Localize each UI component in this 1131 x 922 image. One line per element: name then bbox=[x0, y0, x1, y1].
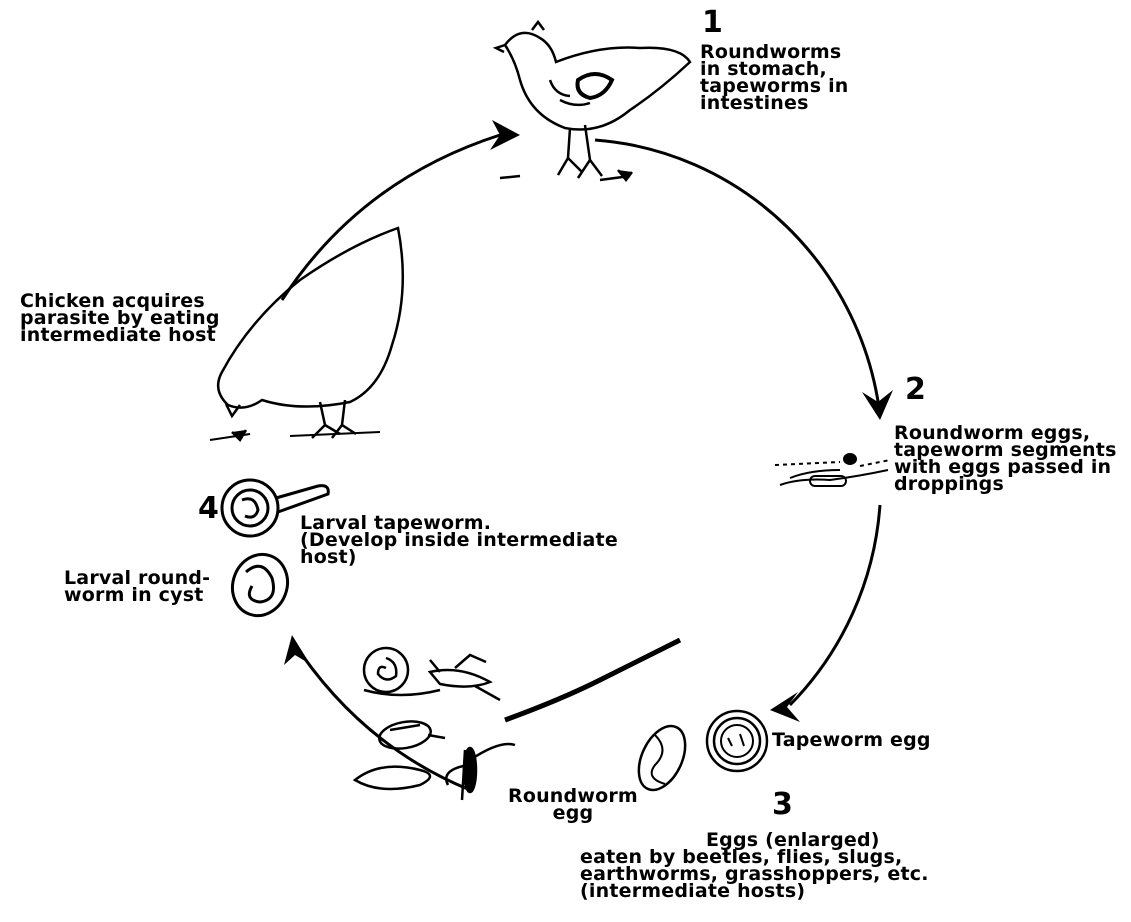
roundworm-egg-icon bbox=[630, 719, 695, 798]
cycle-arc-2-to-3 bbox=[790, 505, 880, 705]
larval-roundworm-line: worm in cyst bbox=[64, 587, 210, 604]
acquire-label: Chicken acquires parasite by eating inte… bbox=[20, 293, 220, 344]
cycle-arc-1-to-2 bbox=[595, 140, 880, 415]
chicken-icon bbox=[496, 22, 690, 180]
step-2-number: 2 bbox=[905, 375, 926, 405]
grasshopper-icon bbox=[430, 655, 500, 700]
step-3-line: (intermediate hosts) bbox=[580, 883, 929, 900]
pecking-chicken-icon bbox=[210, 228, 403, 440]
step-4-line: host) bbox=[300, 549, 618, 566]
step-4-number: 4 bbox=[198, 494, 219, 524]
arrow-to-chicken-icon bbox=[490, 120, 520, 150]
earthworm-icon bbox=[505, 640, 680, 720]
step-3-text: Eggs (enlarged) eaten by beetles, flies,… bbox=[580, 832, 929, 900]
larval-roundworm-cyst-icon bbox=[224, 547, 296, 624]
beetle-icon bbox=[377, 718, 445, 753]
step-1-text: Roundworms in stomach, tapeworms in inte… bbox=[700, 44, 849, 112]
step-1-number: 1 bbox=[702, 8, 723, 38]
step-1-line: intestines bbox=[700, 95, 849, 112]
arrow-to-larvae-icon bbox=[284, 635, 310, 665]
fly-icon bbox=[446, 744, 515, 800]
cycle-arc-4-to-1 bbox=[282, 135, 500, 300]
tapeworm-egg-label: Tapeworm egg bbox=[772, 732, 931, 749]
step-2-line: droppings bbox=[894, 476, 1117, 493]
larval-roundworm-label: Larval round- worm in cyst bbox=[64, 570, 210, 604]
acquire-line: intermediate host bbox=[20, 327, 220, 344]
step-2-text: Roundworm eggs, tapeworm segments with e… bbox=[894, 425, 1117, 493]
tapeworm-egg-icon bbox=[707, 711, 767, 771]
roundworm-egg-line: egg bbox=[508, 805, 638, 822]
droppings-icon bbox=[775, 454, 890, 486]
arrow-to-eggs-icon bbox=[770, 692, 800, 722]
roundworm-egg-label: Roundworm egg bbox=[508, 788, 638, 822]
slug-icon bbox=[355, 767, 430, 789]
step-3-number: 3 bbox=[772, 790, 793, 820]
step-4-text: Larval tapeworm. (Develop inside interme… bbox=[300, 515, 618, 566]
